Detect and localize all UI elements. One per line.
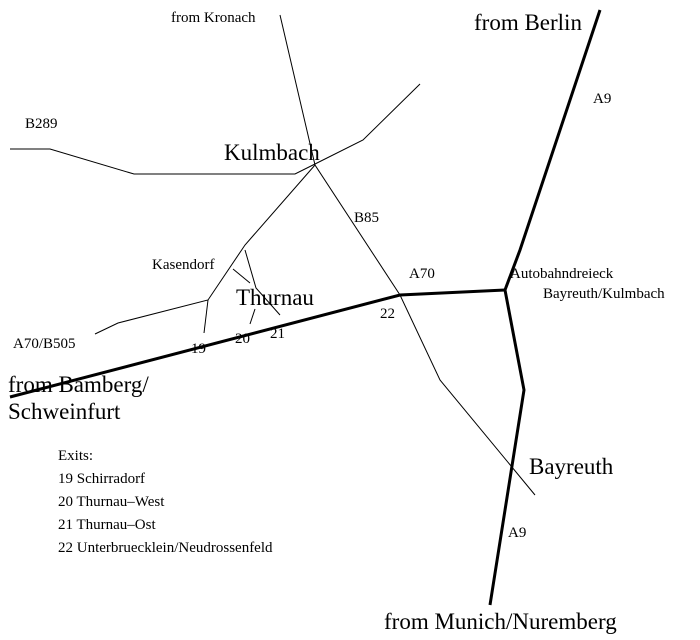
- label-from-munich: from Munich/Nuremberg: [384, 609, 617, 634]
- label-interchange-2: Bayreuth/Kulmbach: [543, 286, 665, 302]
- label-a70-b505: A70/B505: [13, 336, 76, 352]
- road-kasendorf-thurnau: [232, 268, 251, 284]
- label-from-bamberg: from Bamberg/: [8, 372, 149, 397]
- label-a9-north: A9: [593, 91, 611, 107]
- label-kasendorf: Kasendorf: [152, 257, 214, 273]
- label-from-berlin: from Berlin: [474, 10, 582, 35]
- exit-20: 20: [235, 331, 250, 347]
- label-a9-south: A9: [508, 525, 526, 541]
- road-exit-20: [249, 308, 256, 325]
- label-schweinfurt: Schweinfurt: [8, 399, 121, 424]
- road-exit-19: [203, 299, 209, 334]
- label-bayreuth: Bayreuth: [529, 454, 614, 479]
- label-kulmbach: Kulmbach: [224, 140, 320, 165]
- exit-22: 22: [380, 306, 395, 322]
- exits-legend: Exits: 19 Schirradorf 20 Thurnau–West 21…: [58, 448, 273, 556]
- label-interchange-1: Autobahndreieck: [510, 266, 614, 282]
- legend-title: Exits:: [58, 448, 93, 464]
- legend-item: 21 Thurnau–Ost: [58, 517, 156, 533]
- exit-19: 19: [191, 341, 206, 357]
- road-thurnau-exit-21: [244, 249, 281, 316]
- road-b289: [10, 83, 421, 175]
- exit-21: 21: [270, 326, 285, 342]
- label-a70: A70: [409, 266, 435, 282]
- highway-a9: [488, 9, 602, 606]
- road-kronach-b85: [279, 14, 536, 496]
- label-from-kronach: from Kronach: [171, 10, 256, 26]
- highway-a70: [9, 288, 506, 399]
- legend-item: 20 Thurnau–West: [58, 494, 165, 510]
- label-thurnau: Thurnau: [236, 285, 314, 310]
- legend-item: 19 Schirradorf: [58, 471, 145, 487]
- label-b289: B289: [25, 116, 58, 132]
- legend-item: 22 Unterbruecklein/Neudrossenfeld: [58, 540, 273, 556]
- label-b85: B85: [354, 210, 379, 226]
